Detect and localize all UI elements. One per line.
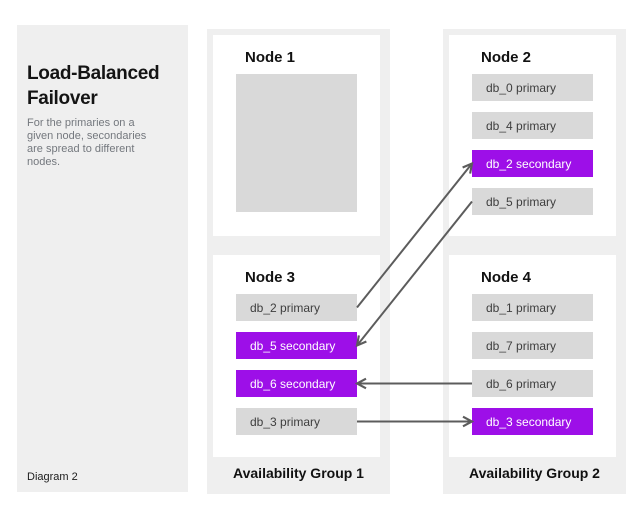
diagram-caption: Diagram 2 — [27, 471, 78, 483]
node-2-title: Node 2 — [481, 49, 532, 66]
info-panel: Load-Balanced Failover For the primaries… — [17, 25, 188, 492]
db-item: db_5 primary — [472, 188, 593, 215]
node-4-card: Node 4 db_1 primary db_7 primary db_6 pr… — [449, 255, 616, 457]
diagram-description: For the primaries on a given node, secon… — [27, 117, 147, 168]
db-item-label: db_5 primary — [486, 194, 557, 209]
db-item-label: db_5 secondary — [250, 338, 336, 353]
db-item: db_2 primary — [236, 294, 357, 321]
diagram-title: Load-Balanced Failover — [27, 63, 160, 109]
db-item-label: db_4 primary — [486, 118, 557, 133]
availability-group-1: Node 1 Node 3 db_2 primary db_5 secondar… — [207, 29, 390, 494]
node-2-card: Node 2 db_0 primary db_4 primary db_2 se… — [449, 35, 616, 236]
db-item: db_3 secondary — [472, 408, 593, 435]
db-item: db_5 secondary — [236, 332, 357, 359]
db-item: db_0 primary — [472, 74, 593, 101]
node-1-placeholder — [236, 74, 357, 212]
db-item-label: db_2 secondary — [486, 156, 572, 171]
db-item-label: db_7 primary — [486, 338, 557, 353]
db-item-label: db_3 primary — [250, 414, 321, 429]
db-item: db_6 secondary — [236, 370, 357, 397]
db-item-label: db_2 primary — [250, 300, 321, 315]
node-1-card: Node 1 — [213, 35, 380, 236]
db-item-label: db_6 primary — [486, 376, 557, 391]
node-4-title: Node 4 — [481, 269, 532, 286]
node-3-card: Node 3 db_2 primary db_5 secondary db_6 … — [213, 255, 380, 457]
db-item-label: db_0 primary — [486, 80, 557, 95]
db-item: db_1 primary — [472, 294, 593, 321]
db-item: db_4 primary — [472, 112, 593, 139]
db-item: db_3 primary — [236, 408, 357, 435]
db-item-label: db_1 primary — [486, 300, 557, 315]
db-item: db_7 primary — [472, 332, 593, 359]
availability-group-1-label: Availability Group 1 — [233, 465, 364, 481]
db-item: db_2 secondary — [472, 150, 593, 177]
node-3-title: Node 3 — [245, 269, 296, 286]
db-item-label: db_6 secondary — [250, 376, 336, 391]
node-1-title: Node 1 — [245, 49, 296, 66]
availability-group-2-label: Availability Group 2 — [469, 465, 600, 481]
availability-group-2: Node 2 db_0 primary db_4 primary db_2 se… — [443, 29, 626, 494]
db-item: db_6 primary — [472, 370, 593, 397]
db-item-label: db_3 secondary — [486, 414, 572, 429]
